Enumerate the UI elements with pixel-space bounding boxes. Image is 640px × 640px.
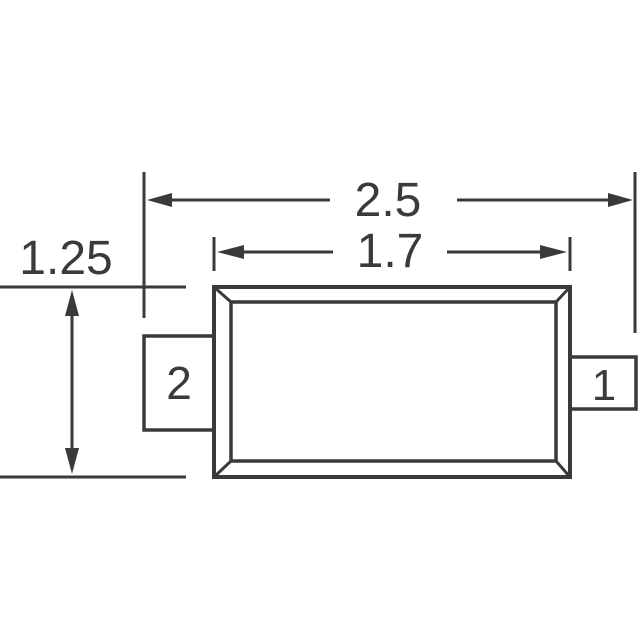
arrowhead-left-icon [147, 193, 172, 207]
pin-1-outline [568, 355, 638, 411]
bevel-bottom-left [212, 459, 233, 479]
pin-2-terminal: 2 [142, 334, 216, 432]
body-inner-outline [229, 300, 558, 463]
pin-2-outline [142, 334, 216, 432]
pin-2-label: 2 [166, 357, 192, 409]
arrowhead-left-icon [217, 245, 244, 259]
body-outer-outline [212, 285, 572, 479]
bevel-top-left [213, 285, 232, 304]
arrowhead-down-icon [65, 448, 79, 474]
pin-1-label: 1 [592, 361, 616, 410]
bevel-top-right [554, 285, 572, 304]
arrowhead-right-icon [608, 193, 633, 207]
overall-length-label: 2.5 [355, 174, 422, 227]
body-width-dimension: 1.25 [0, 232, 186, 479]
body-length-label: 1.7 [357, 225, 424, 278]
body-length-dimension: 1.7 [212, 225, 572, 278]
package-body [212, 285, 572, 479]
bevel-bottom-right [554, 460, 572, 478]
arrowhead-up-icon [65, 290, 79, 316]
pin-1-terminal: 1 [568, 355, 638, 411]
arrowhead-right-icon [540, 245, 567, 259]
body-width-label: 1.25 [19, 232, 112, 285]
overall-length-dimension: 2.5 [142, 172, 637, 333]
